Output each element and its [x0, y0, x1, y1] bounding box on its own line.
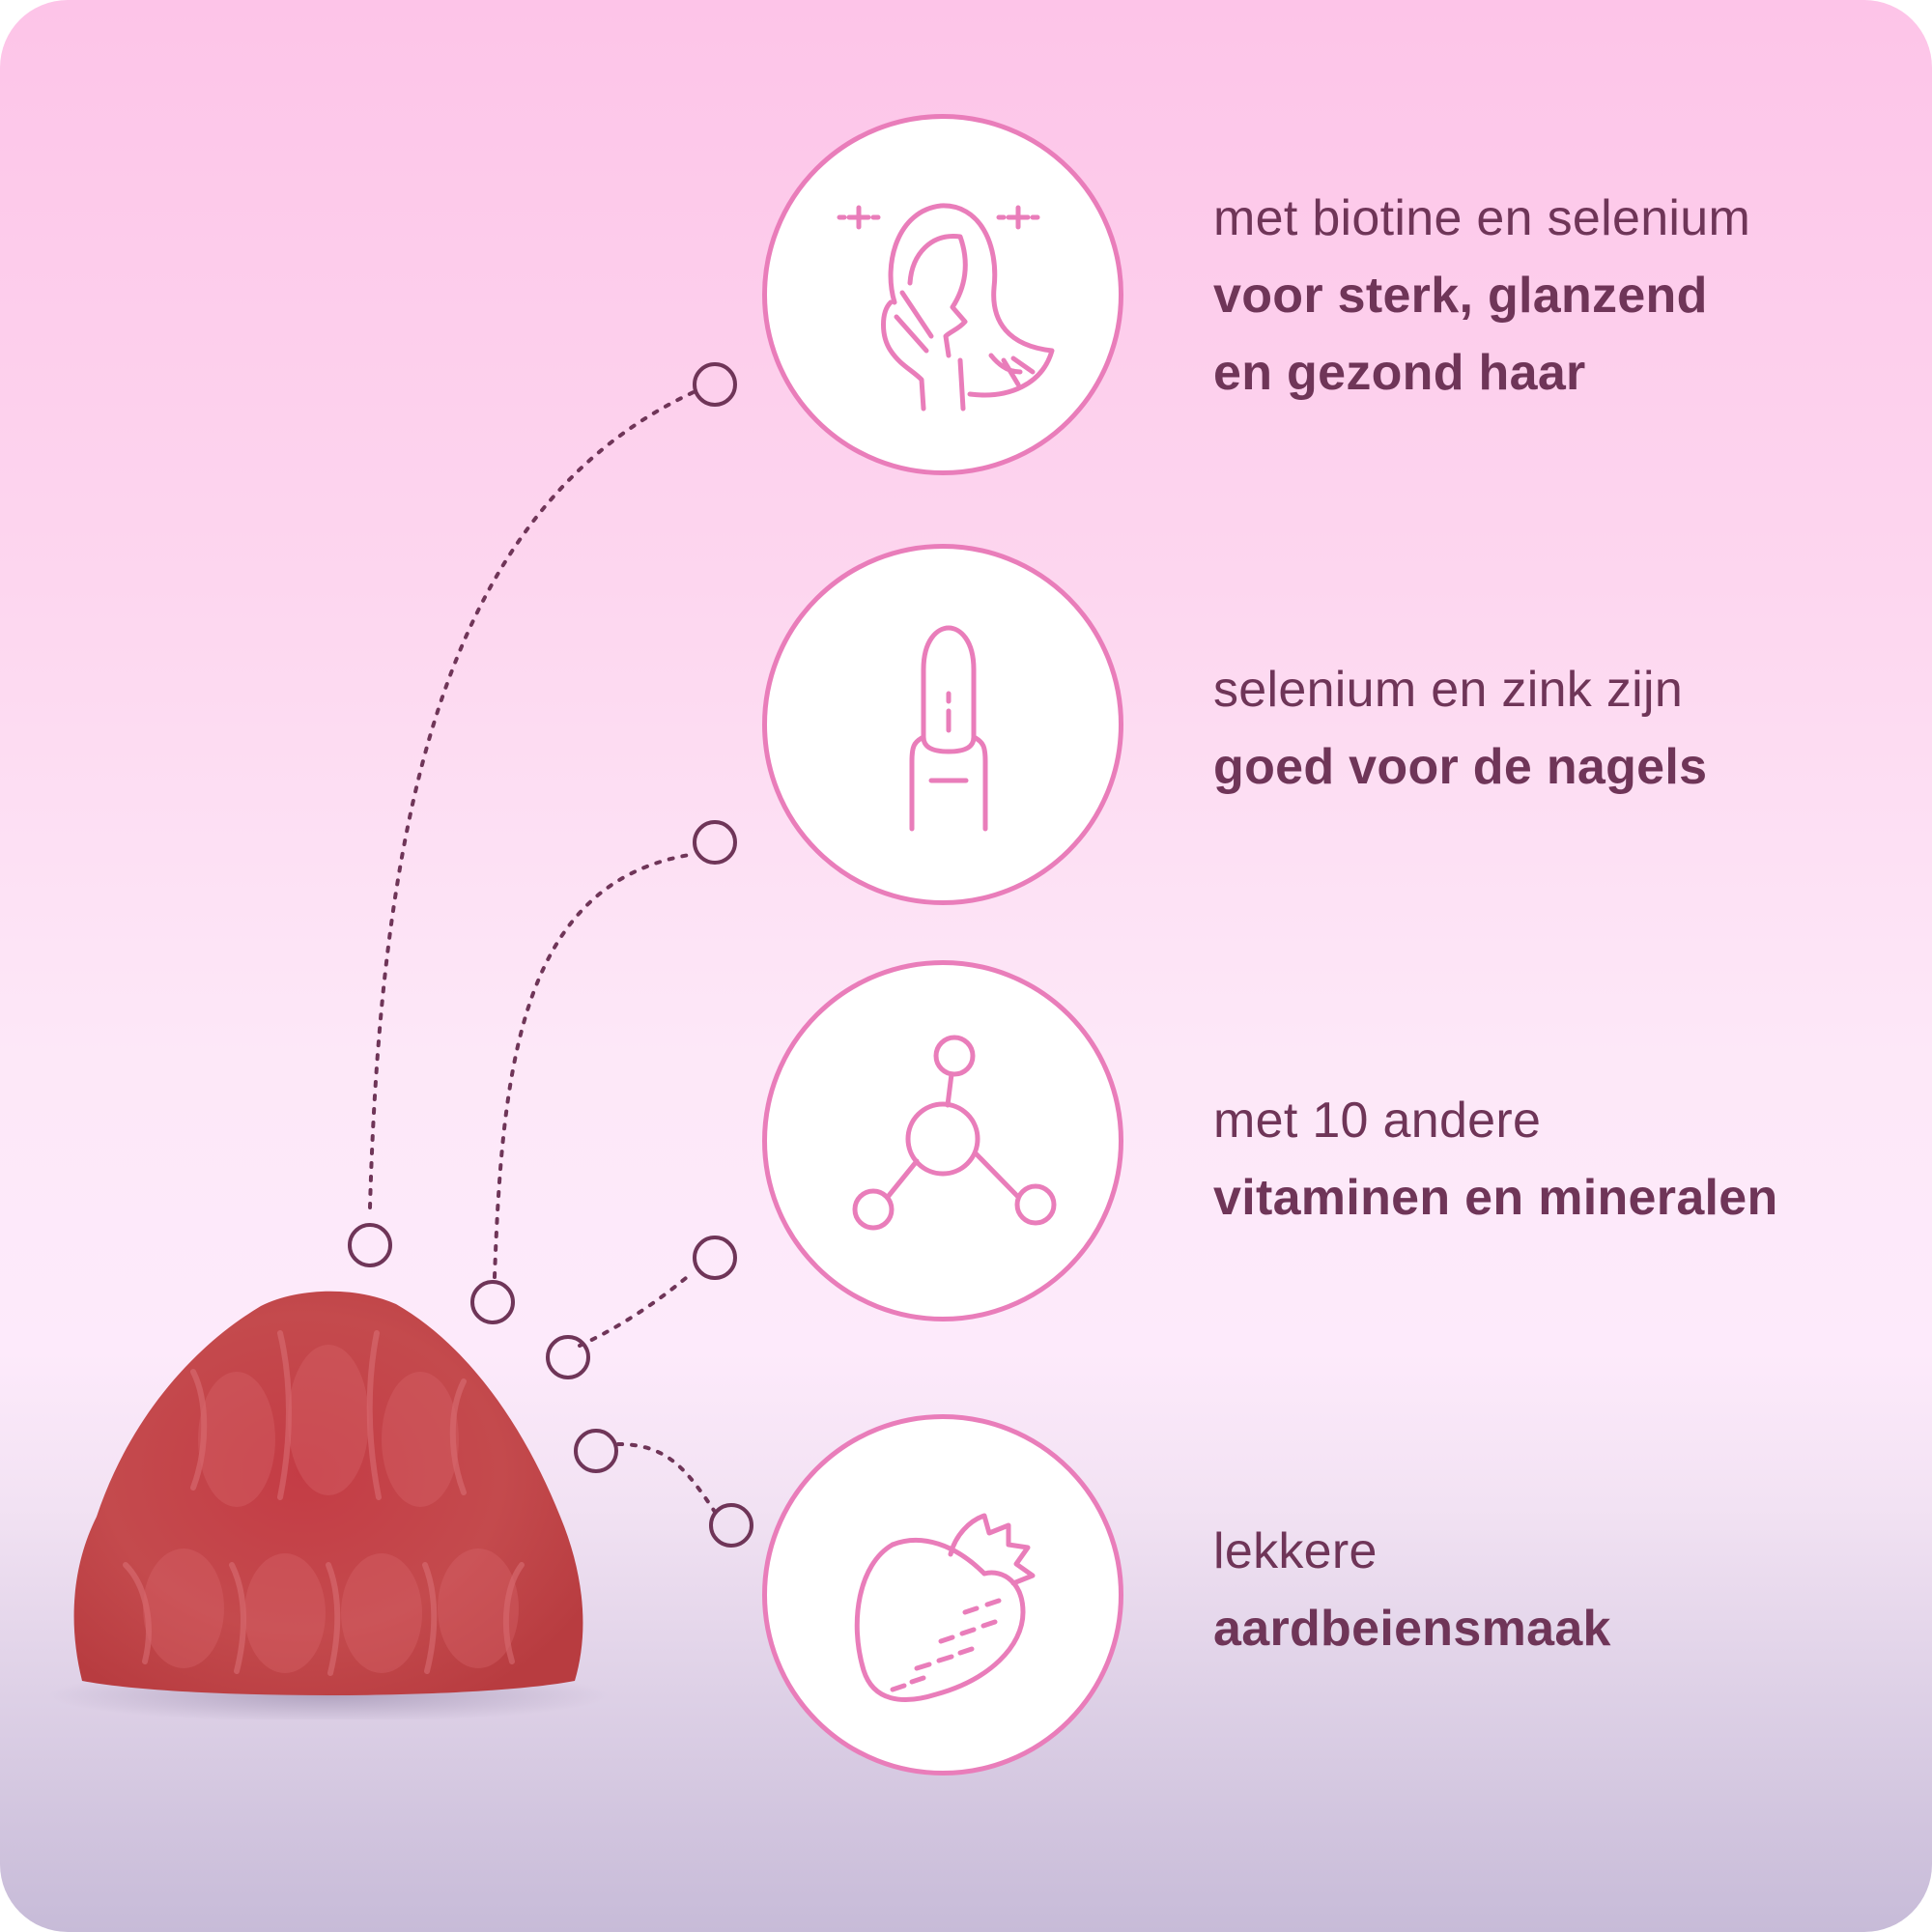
strawberry-icon: [854, 1513, 1036, 1702]
feature-text-hair: met biotine en selenium voor sterk, glan…: [1213, 180, 1750, 412]
connector-node: [348, 1223, 392, 1267]
molecule-icon: [852, 1035, 1057, 1231]
fingernail-icon: [909, 625, 988, 832]
woman-hair-icon: [837, 203, 1055, 412]
connector-line-hair: [368, 389, 697, 1209]
strawberry-gummy-image: [48, 1291, 609, 1719]
feature-taste-line2: aardbeiensmaak: [1213, 1601, 1611, 1657]
feature-vitamins-line2: vitaminen en mineralen: [1213, 1170, 1778, 1226]
feature-icon-hair: [762, 114, 1123, 475]
feature-taste-line1: lekkere: [1213, 1523, 1378, 1579]
feature-text-vitamins: met 10 andere vitaminen en mineralen: [1213, 1082, 1778, 1236]
connector-node: [709, 1503, 753, 1548]
connector-node: [693, 1236, 737, 1280]
connector-node: [693, 820, 737, 865]
feature-hair-line1: met biotine en selenium: [1213, 190, 1751, 246]
feature-nails-line1: selenium en zink zijn: [1213, 662, 1684, 718]
feature-icon-taste: [762, 1414, 1123, 1776]
feature-icon-nails: [762, 544, 1123, 905]
feature-icon-vitamins: [762, 960, 1123, 1321]
connector-node: [546, 1335, 590, 1379]
connector-line-taste: [616, 1442, 717, 1514]
feature-hair-line3: en gezond haar: [1213, 345, 1586, 401]
feature-text-taste: lekkere aardbeiensmaak: [1213, 1513, 1611, 1667]
feature-hair-line2: voor sterk, glanzend: [1213, 268, 1708, 324]
feature-nails-line2: goed voor de nagels: [1213, 739, 1708, 795]
connector-line-vitamins: [578, 1271, 694, 1348]
connector-node: [470, 1280, 515, 1324]
connector-node: [574, 1429, 618, 1473]
feature-vitamins-line1: met 10 andere: [1213, 1093, 1542, 1149]
feature-text-nails: selenium en zink zijn goed voor de nagel…: [1213, 651, 1707, 806]
connector-node: [693, 362, 737, 407]
connector-line-nails: [493, 852, 697, 1279]
